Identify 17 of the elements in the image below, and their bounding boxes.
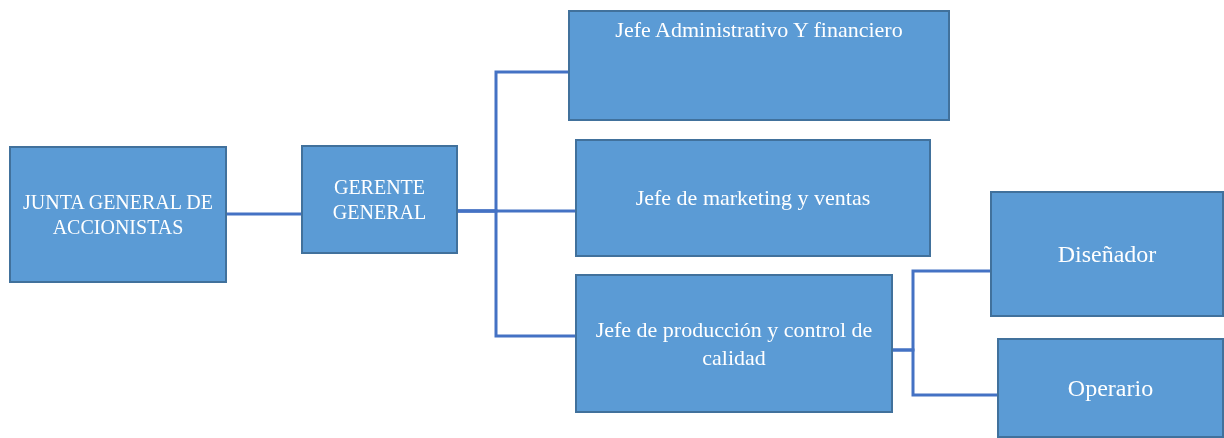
- org-box: [575, 139, 931, 257]
- connector-line: [893, 348, 997, 397]
- connector-line: [458, 209, 575, 338]
- org-box: [9, 146, 227, 283]
- position-title: Operario: [1067, 374, 1154, 403]
- connector-line: [227, 212, 301, 216]
- position-title: Diseñador: [1057, 240, 1157, 269]
- position-title: JUNTA GENERAL DE ACCIONISTAS: [22, 189, 214, 240]
- position-title: Jefe Administrativo Y financiero: [615, 16, 903, 44]
- org-box: [568, 10, 950, 121]
- position-title: Jefe de marketing y ventas: [635, 184, 871, 212]
- position-title: GERENTE GENERAL: [331, 174, 428, 225]
- org-box: [997, 338, 1224, 438]
- org-box: [301, 145, 458, 254]
- org-box: [990, 191, 1224, 317]
- org-box: [575, 274, 893, 413]
- position-title: Jefe de producción y control de calidad: [594, 316, 874, 371]
